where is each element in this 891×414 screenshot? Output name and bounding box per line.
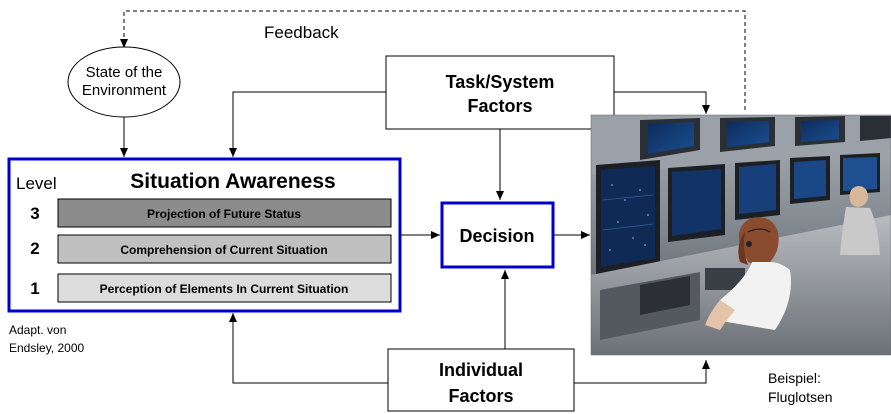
level-1-number: 1 (30, 279, 39, 298)
level-2-bar (57, 234, 392, 264)
level-2-number: 2 (30, 239, 39, 258)
environment-label-line1: State of the (86, 64, 163, 81)
level-1-label: Perception of Elements In Current Situat… (100, 282, 349, 296)
arrow-task-to-sa (229, 91, 386, 157)
source-note-line1: Adapt. von (9, 323, 66, 337)
individual-label-line2: Factors (448, 386, 513, 406)
arrow-individual-to-sa (229, 313, 388, 384)
task-system-factors-box (385, 55, 615, 130)
level-3-label: Projection of Future Status (147, 207, 301, 221)
decision-box (440, 201, 555, 269)
arrow-task-to-example (614, 91, 710, 114)
source-note-line2: Endsley, 2000 (9, 341, 84, 355)
decision-label: Decision (459, 226, 534, 246)
level-3-number: 3 (30, 204, 39, 223)
air-traffic-control-photo (590, 114, 891, 356)
situation-awareness-title: Situation Awareness (130, 170, 335, 193)
individual-factors-box (387, 348, 575, 412)
task-system-label-line2: Factors (467, 96, 532, 116)
feedback-loop-line (120, 10, 746, 110)
level-1-bar (57, 273, 392, 303)
photo-caption-line1: Beispiel: (768, 370, 821, 386)
photo-caption-line2: Fluglotsen (768, 389, 833, 405)
task-system-label-line1: Task/System (446, 72, 555, 92)
level-2-label: Comprehension of Current Situation (120, 243, 327, 257)
level-heading: Level (16, 174, 57, 193)
individual-label-line1: Individual (439, 360, 523, 380)
feedback-label: Feedback (264, 23, 339, 42)
level-3-bar (57, 198, 392, 228)
arrow-individual-to-example (574, 360, 710, 384)
environment-label-line2: Environment (82, 82, 167, 99)
